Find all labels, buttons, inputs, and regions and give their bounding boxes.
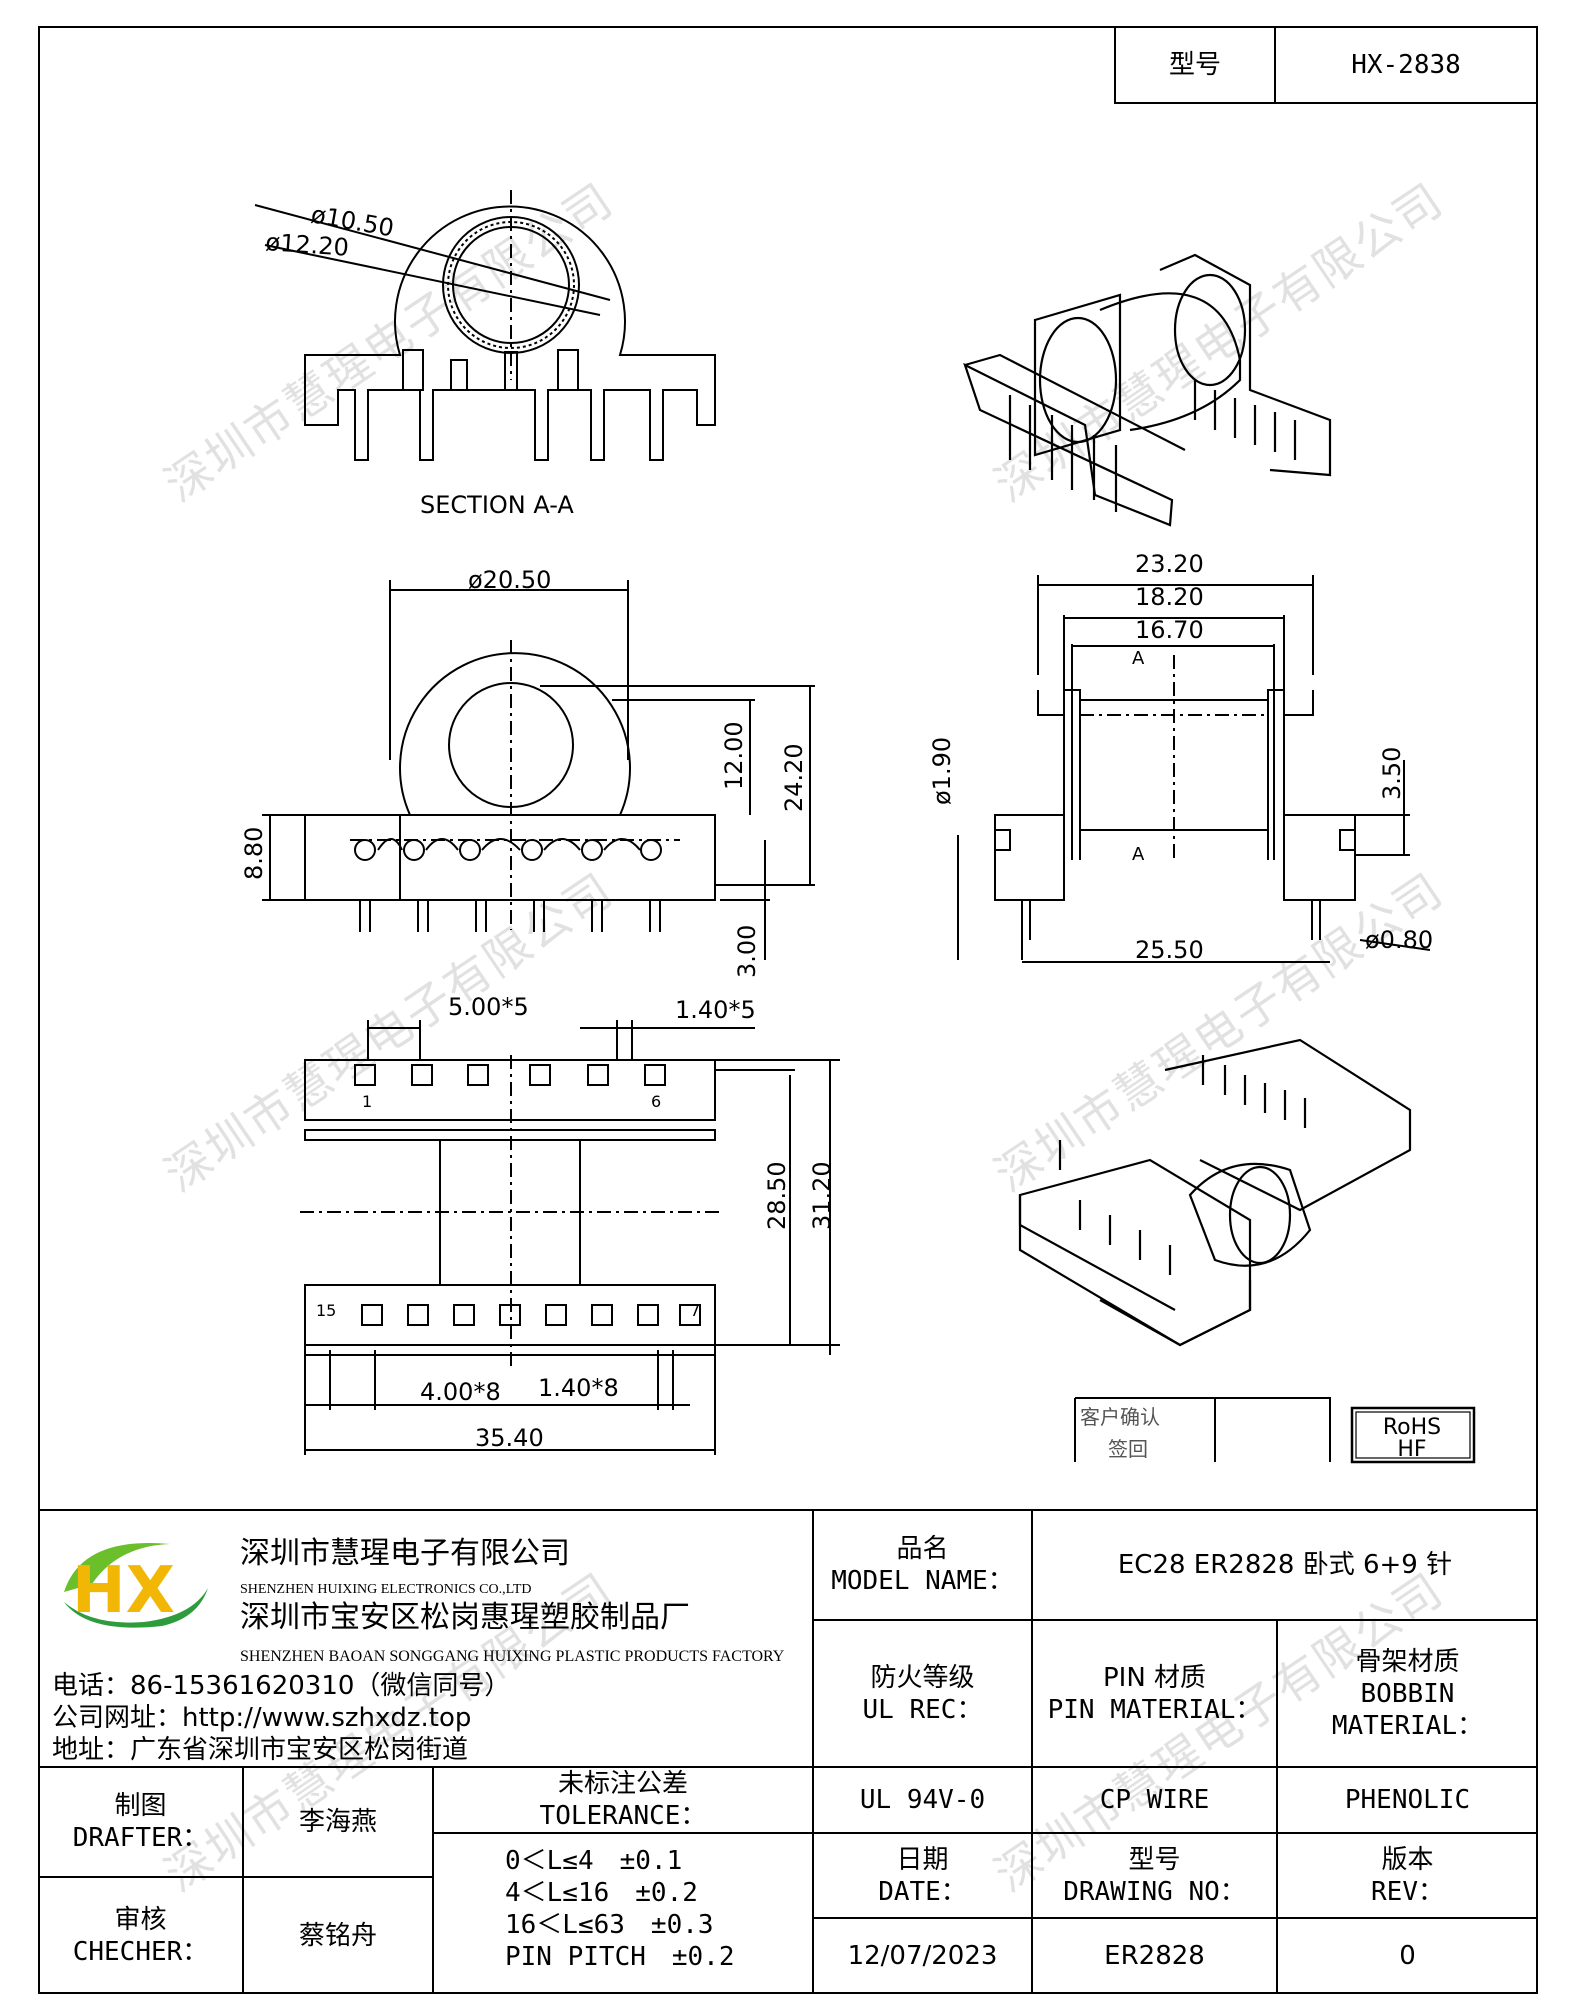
fire-rating-label-en: UL REC： — [862, 1694, 983, 1725]
fire-rating-value: UL 94V-0 — [859, 1785, 986, 1815]
tolerance-line: 16＜L≤63 ±0.3 — [505, 1910, 714, 1940]
tolerance-label: 未标注公差 TOLERANCE： — [433, 1767, 813, 1833]
bobbin-material-label-en: MATERIAL： — [1331, 1710, 1484, 1741]
date-label: 日期 DATE： — [813, 1833, 1032, 1918]
customer-confirm-box — [1074, 1397, 1331, 1462]
section-label: SECTION A-A — [420, 491, 574, 519]
pin-material-value: CP WIRE — [1099, 1785, 1210, 1815]
pin-number: 7 — [690, 1301, 700, 1320]
dim-label: ø0.80 — [1365, 926, 1433, 954]
company-address: 地址：广东省深圳市宝安区松岗街道 — [52, 1735, 469, 1765]
checker-label-cn: 审核 — [114, 1904, 167, 1935]
drawing-frame — [38, 26, 1538, 1994]
dim-label: 3.50 — [1378, 747, 1406, 800]
checker-label-en: CHECHER： — [72, 1936, 209, 1967]
drafter-label-cn: 制图 — [114, 1791, 167, 1821]
cut-label: A — [1132, 648, 1145, 669]
pin-number: 6 — [651, 1092, 661, 1111]
pin-number: 15 — [316, 1301, 336, 1320]
company-website: 公司网址：http://www.szhxdz.top — [52, 1703, 472, 1733]
tolerance-line: 0＜L≤4 ±0.1 — [505, 1846, 683, 1876]
pin-material-label-en: PIN MATERIAL： — [1047, 1694, 1262, 1725]
dim-label: 8.80 — [240, 827, 268, 880]
dim-label: 28.50 — [763, 1161, 791, 1230]
company-name-cn: 深圳市慧瑆电子有限公司 — [240, 1536, 570, 1571]
tolerance-label-en: TOLERANCE： — [539, 1801, 707, 1831]
model-name-label: 品名 MODEL NAME： — [813, 1510, 1032, 1620]
sign-back-label: 签回 — [1108, 1437, 1148, 1461]
logo-letters: HX — [72, 1554, 175, 1628]
dim-label: 4.00*8 — [420, 1378, 501, 1406]
front-view — [262, 580, 815, 960]
cut-label: A — [1132, 844, 1145, 865]
customer-confirm-label: 客户确认 — [1080, 1405, 1160, 1429]
date-value: 12/07/2023 — [847, 1941, 998, 1971]
dim-label: 25.50 — [1135, 936, 1204, 964]
dim-label: 24.20 — [780, 743, 808, 812]
tolerance-label-cn: 未标注公差 — [557, 1769, 688, 1799]
dim-label: 3.00 — [733, 925, 761, 978]
rohs-box — [1350, 1406, 1476, 1464]
checker-label: 审核 CHECHER： — [38, 1877, 243, 1994]
dim-label: 31.20 — [808, 1161, 836, 1230]
tolerance-list: 0＜L≤4 ±0.1 4＜L≤16 ±0.2 16＜L≤63 ±0.3 PIN … — [505, 1845, 735, 1973]
revision-label-en: REV： — [1371, 1876, 1444, 1907]
drawing-no-value: ER2828 — [1104, 1941, 1205, 1971]
drafter-name: 李海燕 — [298, 1807, 377, 1837]
dim-label: 16.70 — [1135, 616, 1204, 644]
factory-name-en: SHENZHEN BAOAN SONGGANG HUIXING PLASTIC … — [240, 1648, 785, 1665]
factory-name-cn: 深圳市宝安区松岗惠瑆塑胶制品厂 — [240, 1600, 690, 1635]
bobbin-material-value: PHENOLIC — [1344, 1785, 1471, 1815]
section-view — [254, 190, 716, 461]
drafter-label-en: DRAFTER： — [72, 1823, 209, 1853]
bobbin-material-label: 骨架材质 BOBBIN MATERIAL： — [1277, 1620, 1538, 1767]
technical-drawing: SECTION A-A ø10.50 ø12.20 ø20.50 12.00 2… — [240, 190, 1476, 1464]
dim-label: ø1.90 — [928, 737, 956, 805]
side-view — [957, 575, 1431, 963]
pin-material-label-cn: PIN 材质 — [1102, 1662, 1207, 1693]
model-name-label-en: MODEL NAME： — [831, 1566, 1014, 1596]
revision-label-cn: 版本 — [1381, 1844, 1434, 1875]
model-name-label-cn: 品名 — [896, 1534, 949, 1564]
dim-label: 23.20 — [1135, 550, 1204, 578]
fire-rating-label: 防火等级 UL REC： — [813, 1620, 1032, 1767]
date-label-en: DATE： — [878, 1876, 967, 1907]
bottom-view — [300, 1020, 840, 1455]
drafter-label: 制图 DRAFTER： — [38, 1767, 243, 1877]
hf-label: HF — [1397, 1437, 1426, 1462]
drawing-no-label-cn: 型号 — [1128, 1844, 1181, 1875]
pin-number: 1 — [362, 1092, 372, 1111]
dim-label: 18.20 — [1135, 583, 1204, 611]
dim-label: ø12.20 — [265, 228, 350, 262]
dim-label: 35.40 — [475, 1424, 544, 1452]
tolerance-line: 4＜L≤16 ±0.2 — [505, 1878, 698, 1908]
dim-label: 12.00 — [720, 721, 748, 790]
date-label-cn: 日期 — [896, 1844, 949, 1875]
bobbin-material-label-en: BOBBIN — [1360, 1678, 1455, 1709]
company-name-en: SHENZHEN HUIXING ELECTRONICS CO.,LTD — [240, 1582, 532, 1597]
isometric-view-top — [963, 253, 1332, 527]
rohs-label: RoHS — [1383, 1415, 1441, 1440]
pin-material-label: PIN 材质 PIN MATERIAL： — [1032, 1620, 1277, 1767]
drawing-no-label-en: DRAWING NO： — [1063, 1876, 1246, 1907]
company-phone: 电话：86-15361620310（微信同号） — [52, 1671, 511, 1701]
fire-rating-label-cn: 防火等级 — [870, 1662, 975, 1693]
dim-label: 1.40*8 — [538, 1374, 619, 1402]
drawing-no-label: 型号 DRAWING NO： — [1032, 1833, 1277, 1918]
model-value: HX-2838 — [1274, 26, 1538, 104]
revision-value: 0 — [1399, 1941, 1416, 1971]
checker-name: 蔡铭舟 — [298, 1920, 377, 1951]
bobbin-material-label-cn: 骨架材质 — [1355, 1646, 1460, 1677]
company-logo: HX — [64, 1543, 208, 1628]
model-name-value: EC28 ER2828 卧式 6+9 针 — [1117, 1550, 1453, 1580]
isometric-view-bottom — [1018, 1038, 1412, 1347]
revision-label: 版本 REV： — [1277, 1833, 1538, 1918]
tolerance-line: PIN PITCH ±0.2 — [505, 1942, 735, 1972]
dim-label: 5.00*5 — [448, 993, 529, 1021]
dim-label: ø20.50 — [468, 566, 551, 594]
dim-label: 1.40*5 — [675, 996, 756, 1024]
